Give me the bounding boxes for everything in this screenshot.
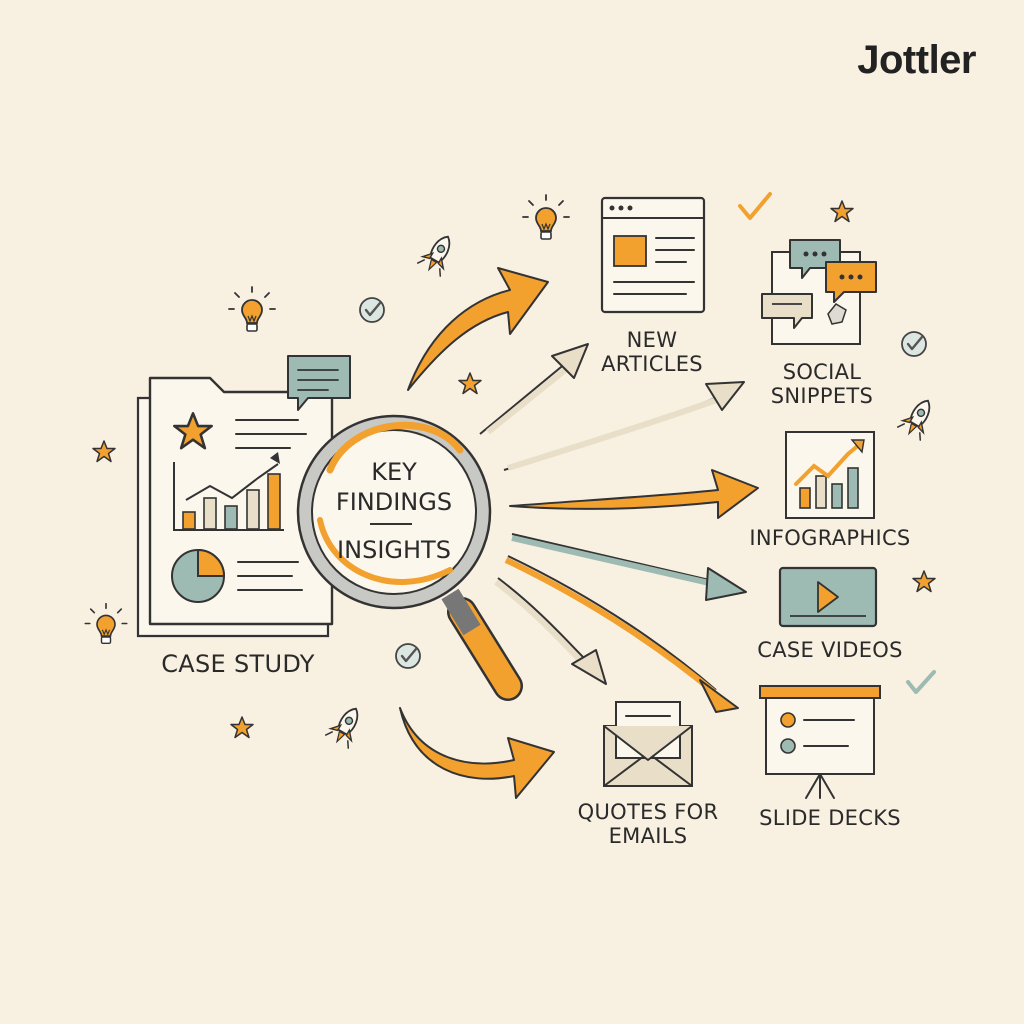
arrow-to-emails [399,707,555,799]
arrow-to-slides [504,555,739,713]
arrow-to-articles [407,267,549,391]
bar-chart-icon [785,431,875,519]
label-infographics: INFOGRAPHICS [749,526,911,550]
video-player-icon [778,566,878,628]
doc-bar-chart-icon [173,452,284,531]
arrow-to-infographics [509,469,759,519]
check-icon [900,330,928,358]
star-icon [230,716,254,739]
label-new-articles: NEW ARTICLES [582,328,722,376]
label-slide-decks: SLIDE DECKS [759,806,901,830]
lightbulb-icon [228,286,276,332]
envelope-icon [603,701,693,787]
arrow-thin-down [494,577,607,685]
check-icon [394,642,422,670]
lightbulb-icon [522,194,570,240]
arrow-to-social [503,381,745,471]
case-study-label: CASE STUDY [161,650,315,678]
chat-bubbles-icon [761,239,877,345]
star-icon [458,372,482,395]
rocket-icon [416,229,461,277]
label-social-snippets: SOCIAL SNIPPETS [752,360,892,408]
magnifying-glass-icon [296,414,523,701]
label-quotes-line1: QUOTES FOR [577,800,719,824]
lens-label-key: KEY [371,458,417,486]
lightbulb-icon [84,602,128,645]
label-social-snippets-line2: SNIPPETS [770,384,874,408]
label-quotes-for-emails: QUOTES FOR EMAILS [568,800,728,848]
checkmark-icon [738,192,936,694]
label-new-articles-line2: ARTICLES [601,352,703,376]
lens-label-insights: INSIGHTS [337,536,451,564]
webpage-icon [600,196,706,314]
label-case-videos: CASE VIDEOS [757,638,903,662]
check-icon [358,296,386,324]
star-icon [92,440,116,463]
lens-label-findings: FINDINGS [335,488,453,516]
star-icon [830,200,854,223]
rocket-icon [896,393,941,441]
label-quotes-line2: EMAILS [608,824,688,848]
brand-logo: Jottler [857,38,976,82]
arrow-thin-up [479,343,589,435]
arrow-to-videos [511,533,747,601]
rocket-icon [324,701,369,749]
label-social-snippets-line1: SOCIAL [782,360,862,384]
presentation-board-icon [759,685,881,799]
pie-chart-icon [171,548,226,603]
label-new-articles-line1: NEW [626,328,678,352]
case-study-folder-icon [136,376,334,638]
star-icon [912,570,936,593]
speech-bubble-icon [287,355,351,411]
